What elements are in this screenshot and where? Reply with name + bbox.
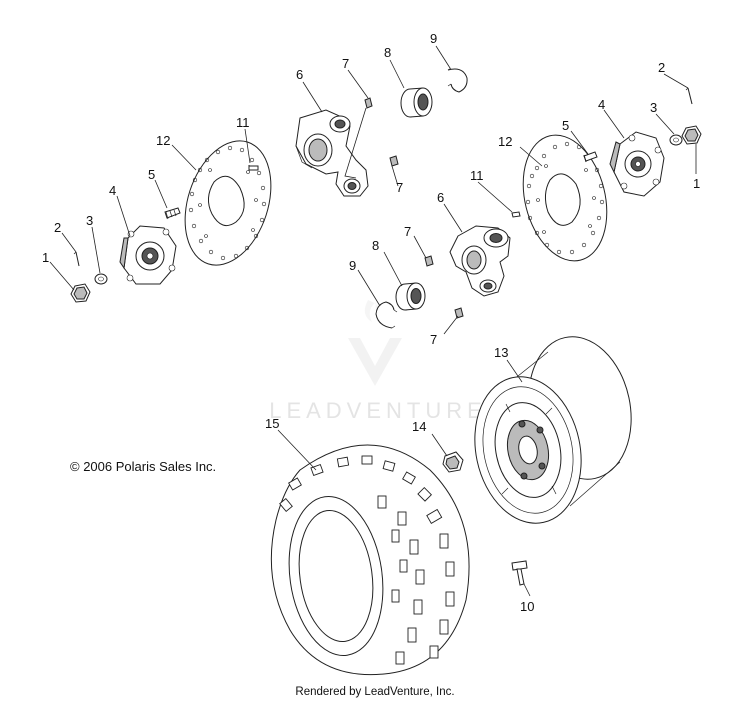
callout-8-top: 8 (384, 45, 391, 60)
callout-1-right: 1 (693, 176, 700, 191)
callout-10: 10 (520, 599, 534, 614)
callout-11-right: 11 (470, 168, 484, 183)
callout-3-left: 3 (86, 213, 93, 228)
bolt-right-11 (511, 211, 521, 218)
callout-13: 13 (494, 345, 508, 360)
callout-4-left: 4 (109, 183, 116, 198)
washer-right (669, 134, 683, 146)
brake-disc-right (522, 134, 608, 262)
steering-knuckle-top (295, 109, 369, 197)
callout-8-mid: 8 (372, 238, 379, 253)
callout-4-right: 4 (598, 97, 605, 112)
tire (270, 444, 470, 676)
callout-1-left: 1 (42, 250, 49, 265)
hub-stud-left (164, 207, 181, 220)
snap-ring-mid (375, 301, 398, 329)
wheel-bolt (511, 560, 528, 586)
lug-nut (442, 451, 464, 473)
hub-stud-right (583, 151, 598, 163)
grease-fitting-top-b (389, 155, 399, 167)
grease-fitting-top-a (364, 97, 373, 109)
leader-lines (49, 45, 697, 597)
watermark-logo (348, 300, 402, 386)
steering-knuckle-mid (449, 225, 511, 297)
callout-9-top: 9 (430, 31, 437, 46)
washer-left (94, 273, 108, 285)
callout-7-mid: 7 (404, 224, 411, 239)
wheel-hub-left (119, 225, 177, 285)
callout-5-left: 5 (148, 167, 155, 182)
castle-nut-right (681, 125, 702, 145)
wheel-hub-right (609, 131, 665, 197)
wheel-rim (474, 336, 632, 524)
callout-12-left: 12 (156, 133, 170, 148)
callout-6-mid: 6 (437, 190, 444, 205)
callouts: 1 2 3 4 5 12 11 6 7 7 8 9 2 3 4 5 1 12 1… (42, 31, 700, 614)
cotter-pin-right (685, 87, 693, 105)
callout-14: 14 (412, 419, 426, 434)
copyright-notice: © 2006 Polaris Sales Inc. (70, 459, 217, 474)
callout-12-right: 12 (498, 134, 512, 149)
cotter-pin-left (73, 251, 80, 267)
watermark-text: LEADVENTURE (269, 398, 487, 423)
wheel-bearing-mid (395, 282, 426, 311)
castle-nut-left (70, 283, 91, 303)
snap-ring-top (447, 67, 468, 93)
callout-7-mid-b: 7 (430, 332, 437, 347)
footer-credit: Rendered by LeadVenture, Inc. (295, 686, 455, 698)
callout-2-left: 2 (54, 220, 61, 235)
callout-7-top: 7 (342, 56, 349, 71)
callout-5-right: 5 (562, 118, 569, 133)
callout-7-top-b: 7 (396, 180, 403, 195)
callout-9-mid: 9 (349, 258, 356, 273)
grease-fitting-mid-a (424, 255, 434, 267)
callout-11-left: 11 (236, 115, 250, 130)
brake-disc-left (184, 140, 272, 266)
callout-15: 15 (265, 416, 279, 431)
callout-6-top: 6 (296, 67, 303, 82)
grease-fitting-mid-b (454, 307, 464, 319)
wheel-bearing-top (400, 87, 433, 118)
callout-2-right: 2 (658, 60, 665, 75)
callout-3-right: 3 (650, 100, 657, 115)
bolt-left-11 (248, 165, 259, 171)
